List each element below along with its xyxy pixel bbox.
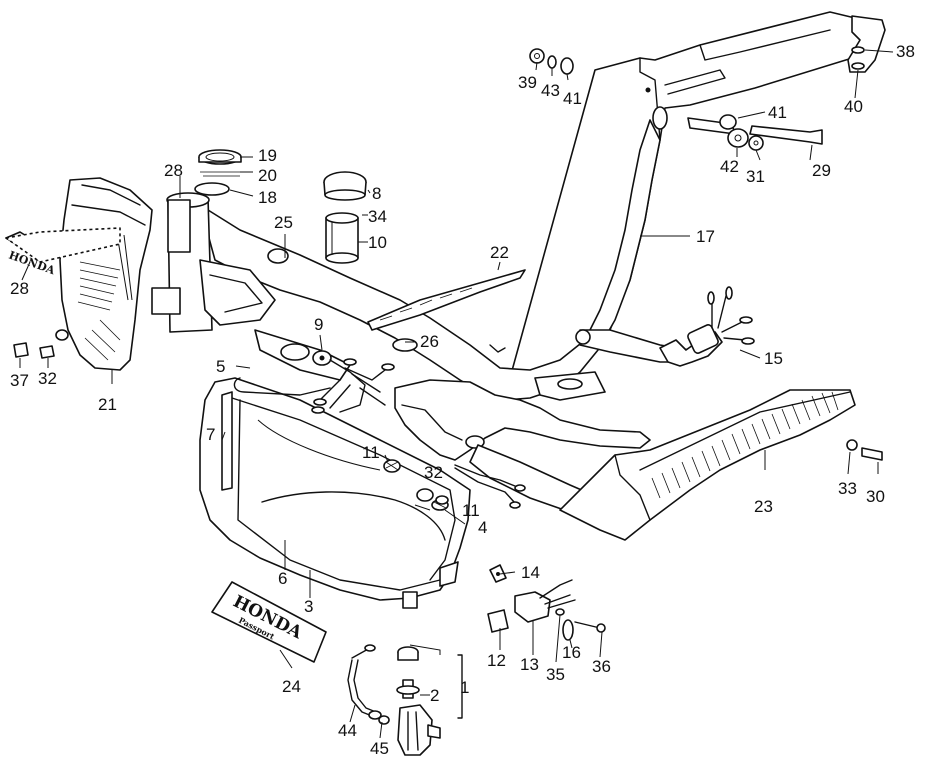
fuel-tank [199, 377, 471, 609]
label-10: 10 [368, 233, 387, 252]
label-40: 40 [844, 97, 863, 116]
label-18: 18 [258, 188, 277, 207]
fasteners [13, 15, 886, 505]
label-43: 43 [541, 81, 560, 100]
steering-cap-assembly [194, 149, 242, 196]
label-6: 6 [278, 569, 287, 588]
rear-stem-wiring [659, 286, 755, 367]
leader-lines [19, 49, 894, 739]
tank-emblem: HONDA Passport [211, 581, 327, 663]
label-12: 12 [487, 651, 506, 670]
label-29: 29 [812, 161, 831, 180]
callout-labels: 1 2 3 4 5 6 7 8 9 10 11 11 12 13 14 15 1… [10, 42, 915, 758]
label-36: 36 [592, 657, 611, 676]
trim-strip [367, 269, 526, 331]
label-25: 25 [274, 213, 293, 232]
label-2: 2 [430, 686, 439, 705]
label-35: 35 [546, 665, 565, 684]
fuel-valve [396, 646, 463, 756]
label-3: 3 [304, 597, 313, 616]
label-37: 37 [10, 371, 29, 390]
label-5: 5 [216, 357, 225, 376]
label-21: 21 [98, 395, 117, 414]
label-32a: 32 [38, 369, 57, 388]
label-22: 22 [490, 243, 509, 262]
label-39: 39 [518, 73, 537, 92]
label-45: 45 [370, 739, 389, 758]
label-26: 26 [420, 332, 439, 351]
label-23: 23 [754, 497, 773, 516]
label-41a: 41 [563, 89, 582, 108]
rear-cover [559, 389, 856, 541]
label-28a: 28 [10, 279, 29, 298]
steering-stem-cylinder [323, 171, 367, 264]
label-7: 7 [206, 425, 215, 444]
breather-hose [233, 377, 331, 396]
label-4: 4 [478, 518, 487, 537]
label-42: 42 [720, 157, 739, 176]
label-34: 34 [368, 207, 387, 226]
label-16: 16 [562, 643, 581, 662]
fuel-hose [347, 644, 390, 725]
label-19: 19 [258, 146, 277, 165]
label-17: 17 [696, 227, 715, 246]
label-13: 13 [520, 655, 539, 674]
label-32b: 32 [424, 463, 443, 482]
front-cover [59, 177, 153, 371]
main-frame [151, 11, 866, 521]
electrical-parts [487, 564, 606, 641]
label-8: 8 [372, 184, 381, 203]
label-30: 30 [866, 487, 885, 506]
label-31: 31 [746, 167, 765, 186]
label-20: 20 [258, 166, 277, 185]
ignition-wiring [254, 329, 526, 509]
label-24: 24 [282, 677, 301, 696]
label-44: 44 [338, 721, 357, 740]
label-41b: 41 [768, 103, 787, 122]
label-28b: 28 [164, 161, 183, 180]
label-38: 38 [896, 42, 915, 61]
label-15: 15 [764, 349, 783, 368]
label-14: 14 [521, 563, 540, 582]
label-11a: 11 [362, 443, 380, 462]
label-33: 33 [838, 479, 857, 498]
label-1: 1 [460, 678, 469, 697]
label-11b: 11 [462, 501, 480, 520]
label-9: 9 [314, 315, 323, 334]
